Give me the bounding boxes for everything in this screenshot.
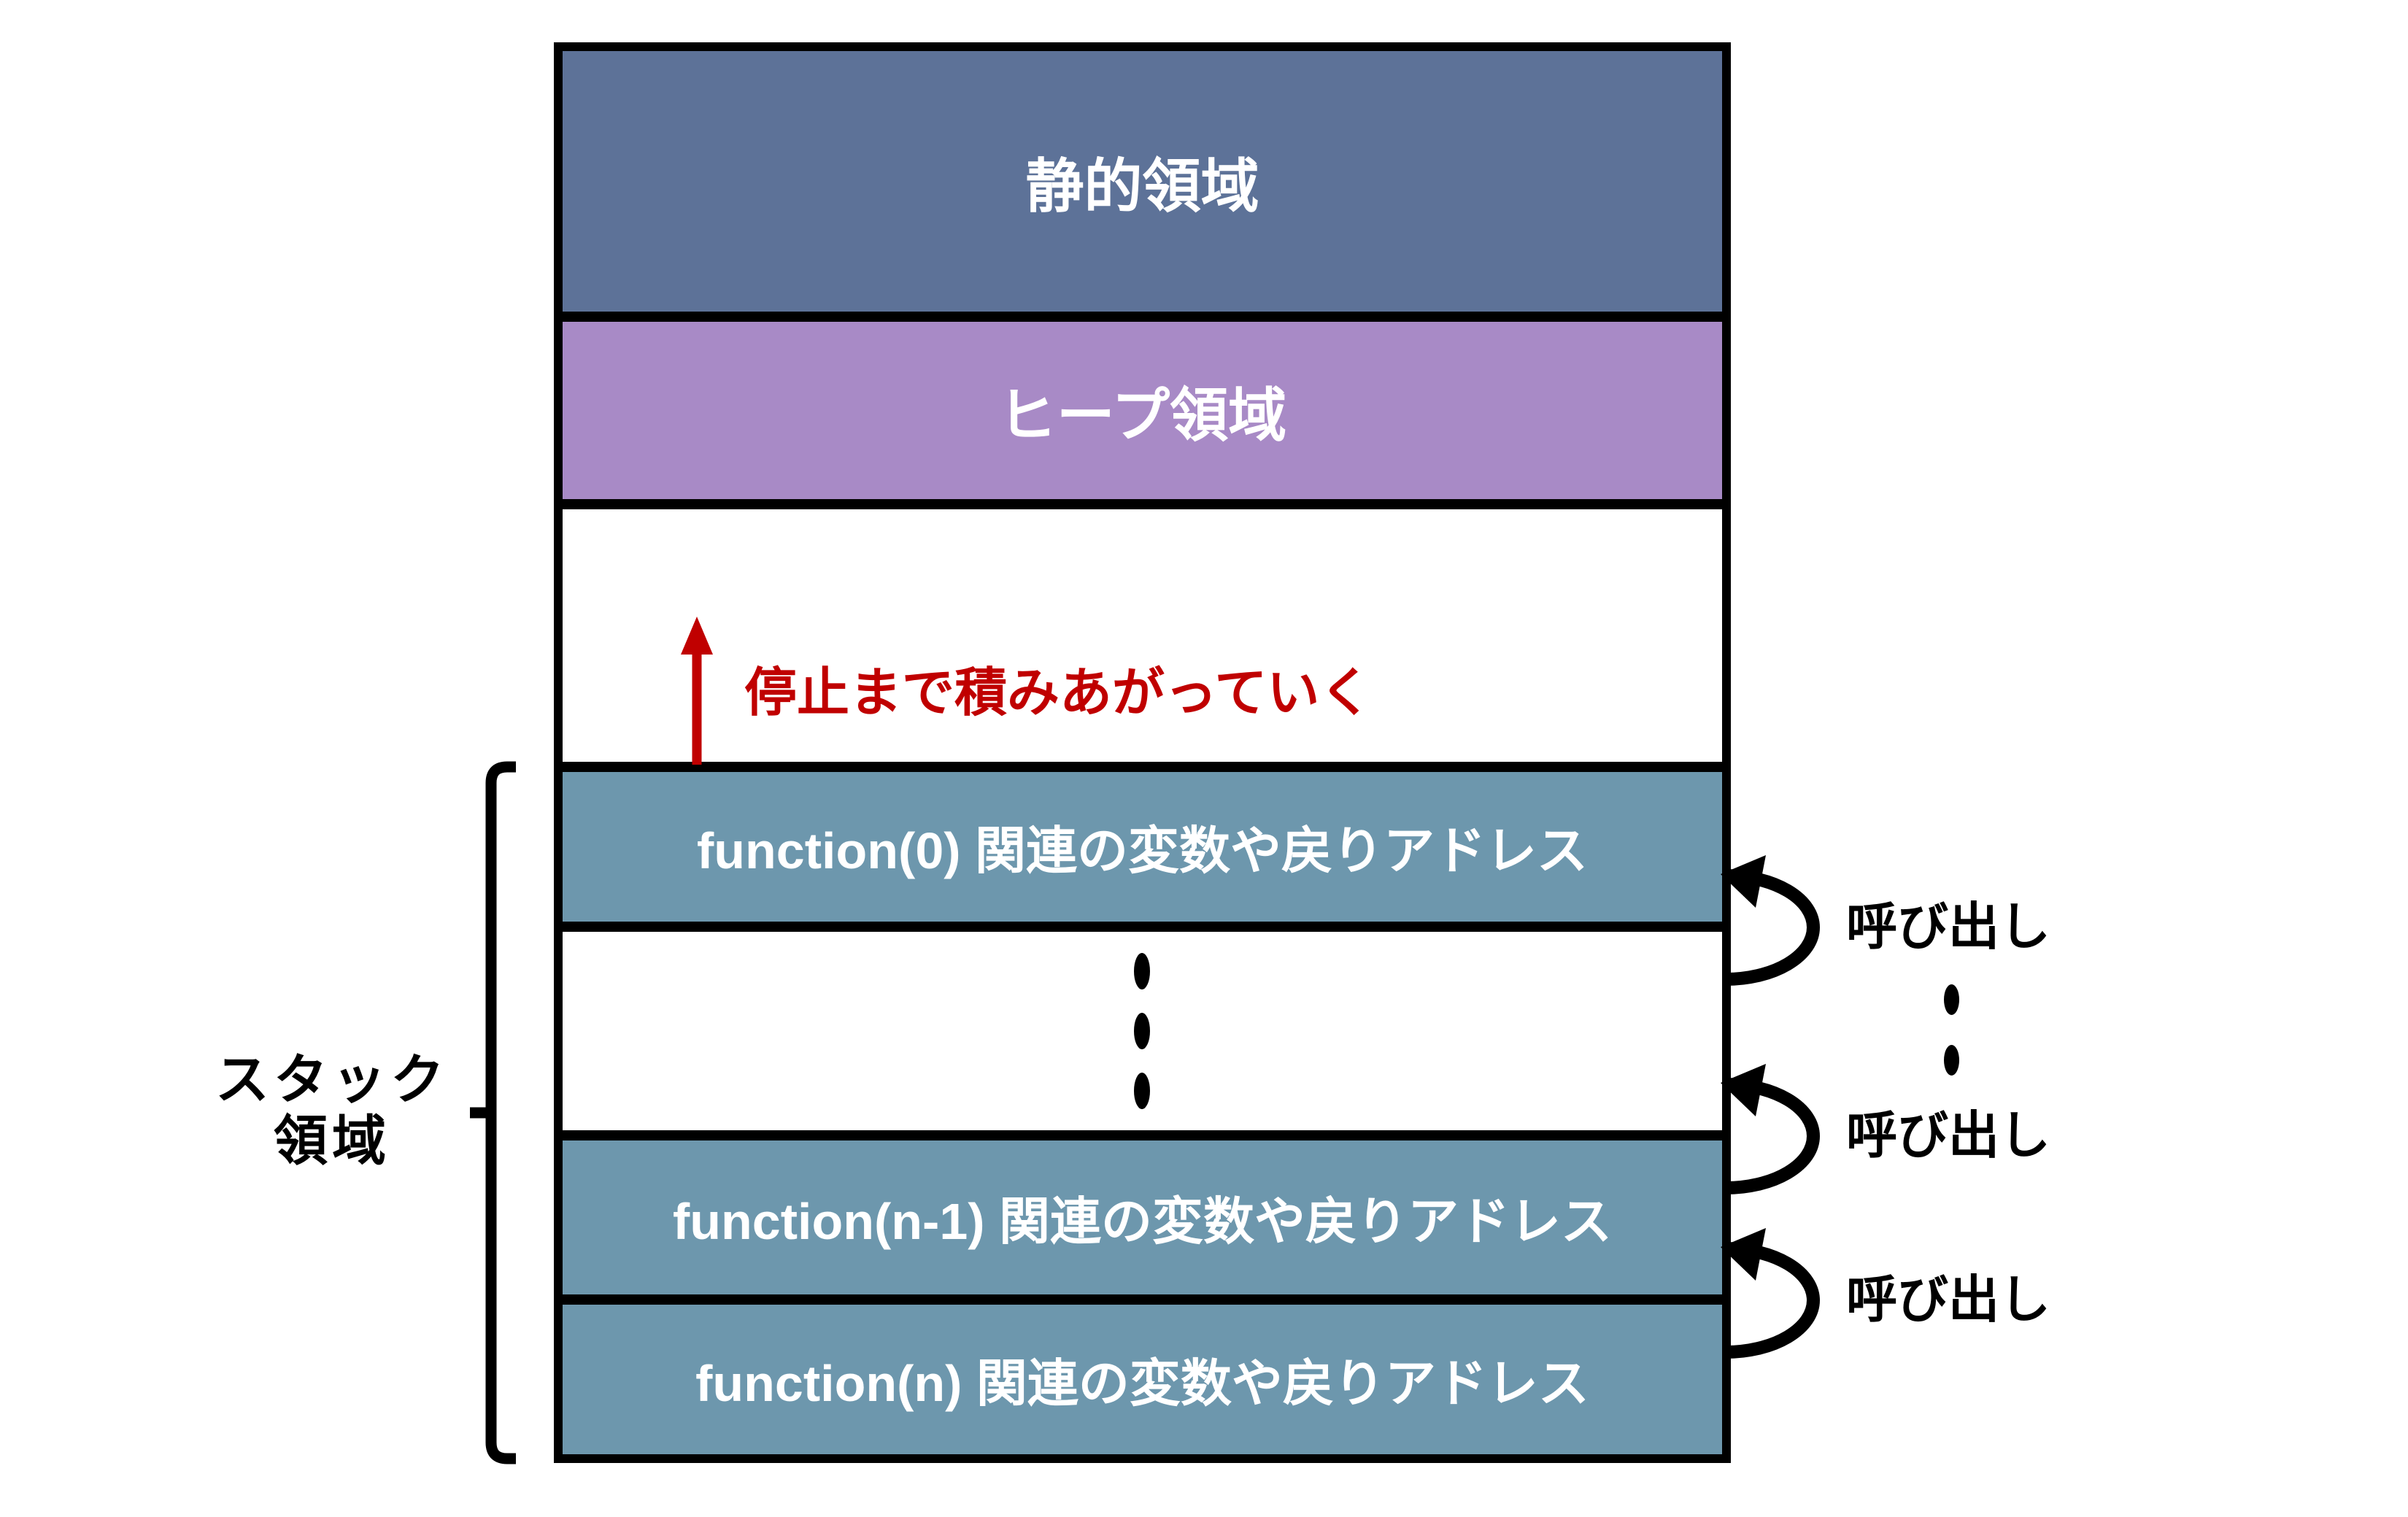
call-arrow-icon: [1721, 1064, 1820, 1194]
stack-frame-n-1: function(n-1) 関連の変数や戻りアドレス: [563, 1140, 1722, 1294]
stack-frame-n-label: function(n) 関連の変数や戻りアドレス: [695, 1355, 1589, 1412]
vertical-ellipsis-icon: [1134, 953, 1150, 989]
stack-region-label-line2: 領域: [274, 1111, 390, 1171]
call-arrow-icon: [1721, 1228, 1820, 1359]
region-stack-growth-space: [563, 509, 1722, 762]
region-static: 静的領域: [563, 51, 1722, 312]
growth-annotation: 停止まで積みあがっていく: [744, 664, 1373, 722]
stack-frame-n-1-label: function(n-1) 関連の変数や戻りアドレス: [672, 1193, 1613, 1250]
vertical-ellipsis-icon: [1134, 1013, 1150, 1049]
vertical-ellipsis-icon: [1134, 1073, 1150, 1109]
call-label-1: 呼び出し: [1846, 898, 2050, 955]
call-label-2: 呼び出し: [1846, 1107, 2050, 1164]
stack-frame-0-label: function(0) 関連の変数や戻りアドレス: [696, 822, 1589, 879]
region-heap-label: ヒープ領域: [997, 382, 1287, 448]
region-static-label: 静的領域: [1025, 153, 1259, 219]
call-label-3: 呼び出し: [1846, 1271, 2050, 1328]
vertical-ellipsis-icon: [1944, 984, 1959, 1015]
stack-region-label: スタック 領域: [168, 1049, 496, 1172]
memory-map: 静的領域 ヒープ領域 function(0) 関連の変数や戻りアドレス func…: [554, 42, 1731, 1463]
stack-frame-0: function(0) 関連の変数や戻りアドレス: [563, 772, 1722, 922]
vertical-ellipsis-icon: [1944, 1045, 1959, 1076]
stack-frame-n: function(n) 関連の変数や戻りアドレス: [563, 1305, 1722, 1454]
stack-region-label-line1: スタック: [215, 1049, 449, 1110]
call-arrow-icon: [1721, 855, 1820, 986]
region-heap: ヒープ領域: [563, 322, 1722, 499]
